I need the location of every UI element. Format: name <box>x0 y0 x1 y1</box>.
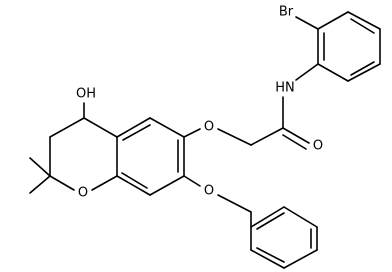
pyran-ring <box>49 117 118 191</box>
carbonyl-ch2-bond <box>250 127 284 146</box>
benzyl-phenyl-ring <box>250 206 318 269</box>
benzyl-ether-oxygen-label: O <box>204 184 214 199</box>
ring-oxygen-label: O <box>78 186 88 201</box>
aryl-ether-oxygen-label: O <box>204 120 214 135</box>
ch2-o-bond <box>217 128 252 146</box>
bromophenyl-ring <box>317 11 381 82</box>
hydroxyl-label: OH <box>76 87 96 102</box>
aryl-o-bond-bottom <box>183 175 201 187</box>
o-ch2-benzyl-bond <box>217 194 252 213</box>
c-br-bond <box>295 16 319 30</box>
carbonyl-double-bond-a <box>282 127 310 144</box>
amide-nh-label: HN <box>275 81 295 96</box>
bromine-label: Br <box>279 5 294 20</box>
aryl-n-bond <box>295 63 319 81</box>
carbonyl-oxygen-label: O <box>313 139 323 154</box>
carbonyl-double-bond-b <box>282 134 307 150</box>
chroman-benzene-ring <box>116 117 185 196</box>
o-aryl-bond <box>183 128 201 138</box>
methyl-bond-1 <box>29 157 51 177</box>
methyl-bond-2 <box>29 175 51 194</box>
